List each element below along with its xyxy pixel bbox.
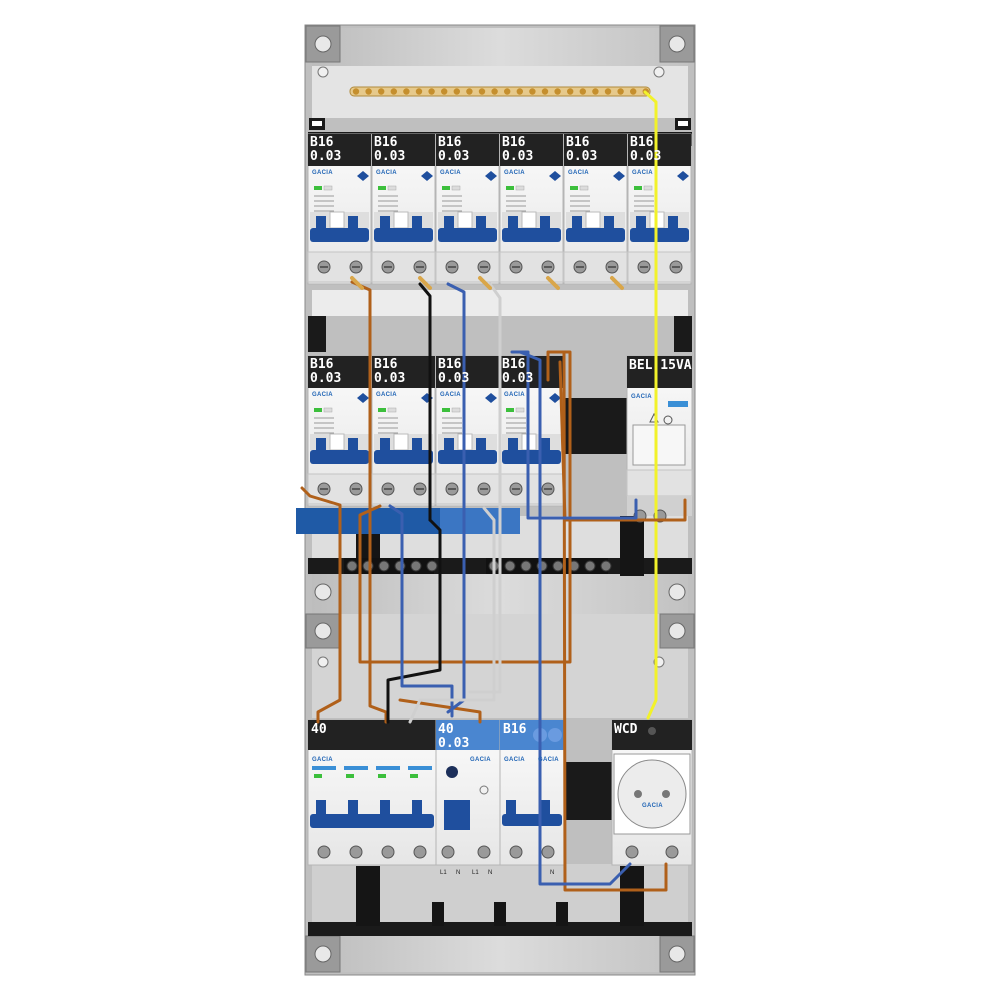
wire-brown xyxy=(358,350,572,664)
wire-yellow xyxy=(643,90,658,720)
terminal-mark: N xyxy=(456,870,461,876)
main-switch-label: 40 xyxy=(311,722,327,737)
rcbo-breaker[interactable] xyxy=(371,355,436,507)
breaker-b16-label: B16 xyxy=(503,722,527,737)
breaker-sensitivity-label: 0.03 xyxy=(438,149,470,164)
breaker-sensitivity-label: 0.03 xyxy=(566,149,598,164)
brand-logo: GACIA xyxy=(312,170,333,176)
breaker-sensitivity-label: 0.03 xyxy=(310,149,342,164)
breaker-rating-label: B16 xyxy=(502,357,526,372)
din-rail-3 xyxy=(308,922,692,936)
brand-logo: GACIA xyxy=(504,392,525,398)
wire-stub xyxy=(350,276,364,290)
breaker-sensitivity-label: 0.03 xyxy=(374,149,406,164)
wire-stub xyxy=(610,276,624,290)
brand-logo: GACIA xyxy=(632,170,653,176)
brand-logo: GACIA xyxy=(376,170,397,176)
wire-black xyxy=(418,282,432,522)
rcbo-breaker[interactable] xyxy=(371,133,436,285)
wire-stub xyxy=(478,276,492,290)
terminal-mark: N xyxy=(550,870,555,876)
brand-logo: GACIA xyxy=(440,392,461,398)
wire-brown xyxy=(558,360,687,522)
rcbo-breaker[interactable] xyxy=(435,133,500,285)
terminal-mark: N xyxy=(488,870,493,876)
socket-label: WCD xyxy=(614,722,638,737)
wire-blue xyxy=(388,504,454,718)
rcbo-breaker[interactable] xyxy=(627,133,692,285)
wire-brown xyxy=(300,486,342,724)
breaker-rating-label: B16 xyxy=(438,135,462,150)
rcbo-breaker[interactable] xyxy=(563,133,628,285)
breaker-rating-label: B16 xyxy=(310,357,334,372)
wire-brown xyxy=(398,698,482,724)
breaker-sensitivity-label: 0.03 xyxy=(502,149,534,164)
wire-blue xyxy=(518,350,632,886)
bottom-cover xyxy=(312,936,688,972)
breaker-rating-label: B16 xyxy=(374,357,398,372)
terminal-mark: L1 xyxy=(472,870,479,876)
brand-logo: GACIA xyxy=(470,757,491,763)
breaker-b16[interactable] xyxy=(499,719,565,866)
main-switch[interactable] xyxy=(307,719,437,866)
rail-segment xyxy=(560,398,630,454)
brand-logo: GACIA xyxy=(312,392,333,398)
rcd-switch[interactable] xyxy=(435,719,501,866)
terminal-mark: L1 xyxy=(440,870,447,876)
breaker-rating-label: B16 xyxy=(502,135,526,150)
brand-logo: GACIA xyxy=(312,757,333,763)
busbar-comb xyxy=(349,86,651,97)
breaker-sensitivity-label: 0.03 xyxy=(438,371,470,386)
wire-blue xyxy=(446,282,466,714)
wire-grey xyxy=(408,506,496,724)
wire-stub xyxy=(546,276,560,290)
rcbo-breaker[interactable] xyxy=(307,355,372,507)
breaker-sensitivity-label: 0.03 xyxy=(374,371,406,386)
brand-logo: GACIA xyxy=(504,170,525,176)
brand-logo: GACIA xyxy=(538,757,559,763)
brand-logo: GACIA xyxy=(642,803,663,809)
brand-logo: GACIA xyxy=(631,394,652,400)
breaker-rating-label: B16 xyxy=(310,135,334,150)
top-cover xyxy=(312,28,688,66)
rcbo-breaker[interactable] xyxy=(499,133,564,285)
wire-stub xyxy=(418,276,432,290)
breaker-sensitivity-label: 0.03 xyxy=(630,149,662,164)
brand-logo: GACIA xyxy=(440,170,461,176)
rcbo-breaker[interactable] xyxy=(499,355,564,507)
rail-stub xyxy=(674,316,692,352)
breaker-rating-label: B16 xyxy=(438,357,462,372)
rail-stub xyxy=(308,316,326,352)
wire-brown xyxy=(562,350,668,892)
breaker-sensitivity-label: 0.03 xyxy=(310,371,342,386)
rcd-rating-label: 40 xyxy=(438,722,454,737)
brand-logo: GACIA xyxy=(504,757,525,763)
rail-segment xyxy=(560,762,612,820)
rcd-sensitivity-label: 0.03 xyxy=(438,736,470,751)
brand-logo: GACIA xyxy=(376,392,397,398)
rcbo-breaker[interactable] xyxy=(307,133,372,285)
wire-brown xyxy=(350,280,388,724)
brand-logo: GACIA xyxy=(568,170,589,176)
breaker-rating-label: B16 xyxy=(630,135,654,150)
rcbo-breaker[interactable] xyxy=(435,355,500,507)
breaker-sensitivity-label: 0.03 xyxy=(502,371,534,386)
din-socket[interactable] xyxy=(611,719,693,866)
transformer-label: BEL 15VA xyxy=(629,358,692,373)
wire-black xyxy=(386,518,442,724)
bell-transformer xyxy=(626,355,693,523)
breaker-rating-label: B16 xyxy=(374,135,398,150)
wire-grey xyxy=(468,282,502,694)
breaker-rating-label: B16 xyxy=(566,135,590,150)
